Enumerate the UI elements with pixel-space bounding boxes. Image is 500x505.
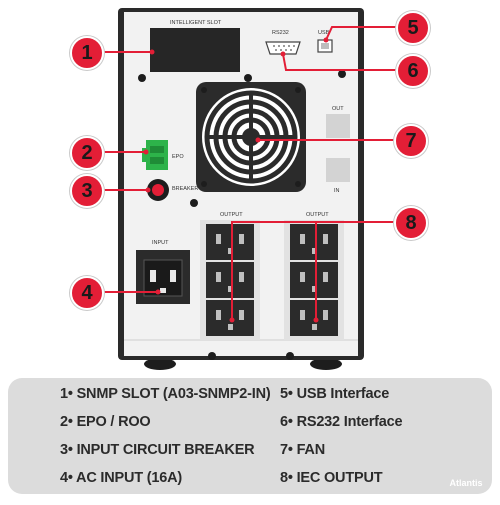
legend-item-2: 2• EPO / ROO [60,414,151,430]
legend-item-7: 7• FAN [280,442,325,458]
fan [196,82,306,192]
panel-screws [138,70,346,360]
epo-terminal [142,140,168,170]
callout-7: 7 [394,124,428,158]
legend-item-4: 4• AC INPUT (16A) [60,470,182,486]
legend-panel: 1• SNMP SLOT (A03-SNMP2-IN) 2• EPO / ROO… [8,378,492,494]
label-in: IN [334,188,340,194]
foot-left [144,358,176,370]
label-output-right: OUTPUT [306,212,329,218]
callout-leaders [102,26,398,320]
legend-item-8: 8• IEC OUTPUT [280,470,383,486]
callout-1: 1 [70,36,104,70]
label-usb: USB [318,30,330,36]
label-intelligent-slot: INTELLIGENT SLOT [170,20,222,26]
label-output-left: OUTPUT [220,212,243,218]
legend-item-5: 5• USB Interface [280,386,390,402]
callout-6: 6 [396,54,430,88]
callout-5: 5 [396,11,430,45]
out-port [326,114,350,138]
iec-output-bank-right [284,220,344,340]
label-breaker: BREAKER [172,186,198,192]
legend-item-6: 6• RS232 Interface [280,414,403,430]
callout-8: 8 [394,206,428,240]
iec-output-bank-left [200,220,260,340]
label-input: INPUT [152,240,169,246]
label-epo: EPO [172,154,184,160]
intelligent-slot [150,28,240,72]
foot-right [310,358,342,370]
callout-4: 4 [70,276,104,310]
callout-3: 3 [70,174,104,208]
brand-name: Atlantis [449,478,483,488]
in-port [326,158,350,182]
label-rs232: RS232 [272,30,289,36]
rs232-port [265,41,301,55]
label-out: OUT [332,106,344,112]
legend-item-1: 1• SNMP SLOT (A03-SNMP2-IN) [60,386,271,402]
callout-2: 2 [70,136,104,170]
legend-item-3: 3• INPUT CIRCUIT BREAKER [60,442,255,458]
